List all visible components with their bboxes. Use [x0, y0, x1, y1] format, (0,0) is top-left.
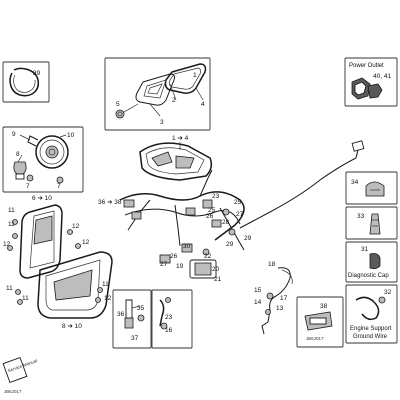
callout-17: 17 — [280, 295, 288, 302]
callout-29: 29 — [244, 235, 252, 242]
callout-20: 20 — [212, 266, 220, 273]
callout-31: 31 — [361, 246, 369, 253]
instrument-cluster: 1 ➔ 4 — [139, 135, 213, 181]
callout-11e: 11 — [102, 281, 109, 288]
box-item-34: 34 — [345, 171, 398, 205]
callout-21: 21 — [214, 276, 222, 283]
callout-14: 14 — [254, 299, 262, 306]
box-item-38: 38 JB6J017 — [296, 296, 344, 348]
box-items-35-37: 35 36 37 — [112, 289, 152, 349]
callout-37: 37 — [131, 335, 139, 342]
callout-27b: 27 — [160, 261, 168, 268]
engine-support-caption-2: Ground Wire — [353, 334, 388, 340]
box-items-1-5: 5 2 3 4 1 — [104, 57, 211, 131]
callout-39: 39 — [33, 70, 41, 77]
callout-29b: 29 — [226, 241, 234, 248]
callout-30: 30 — [183, 243, 191, 250]
box-item-33: 33 — [345, 206, 398, 240]
callout-12c: 12 — [82, 239, 90, 246]
service-manual-stamp: Service Manual — [2, 356, 38, 384]
box-38-label: JB6J017 — [306, 336, 324, 341]
callout-13: 13 — [276, 305, 284, 312]
callout-11: 11 — [8, 207, 15, 214]
callout-40-41: 40, 41 — [373, 73, 391, 80]
callout-23b: 23 — [165, 314, 173, 321]
callout-9: 9 — [12, 131, 16, 138]
callout-26: 26 — [206, 213, 214, 220]
fasteners-left: 11 11 12 12 12 11 11 11 12 — [3, 207, 112, 305]
callout-5: 5 — [116, 101, 120, 108]
callout-7b: 7 — [57, 183, 61, 190]
power-outlet-caption: Power Outlet — [349, 63, 384, 69]
box-items-15-16-23: 23 16 — [151, 289, 193, 349]
box-power-outlet: Power Outlet 40, 41 — [344, 57, 398, 107]
callout-32: 32 — [384, 289, 392, 296]
callout-12d: 11 — [6, 285, 13, 292]
callout-24: 25 — [208, 207, 216, 214]
box-item-31: 31 Diagnostic Cap — [345, 241, 398, 283]
headlight-left-upper: 6 ➔ 10 — [19, 195, 63, 279]
callout-15: 15 — [254, 287, 262, 294]
callout-8-10: 8 ➔ 10 — [62, 323, 82, 330]
callout-33: 33 — [357, 213, 365, 220]
callout-11b: 11 — [8, 221, 15, 228]
callout-4: 4 — [201, 101, 205, 108]
callout-34: 34 — [351, 179, 359, 186]
callout-38: 38 — [320, 303, 328, 310]
callout-36: 36 — [117, 311, 125, 318]
figure-code: JB6J017 — [4, 389, 22, 394]
callout-35: 35 — [137, 305, 145, 312]
callout-25: 25 — [234, 199, 242, 206]
headlight-left-lower: 8 ➔ 10 — [37, 251, 113, 330]
callout-22: 22 — [204, 253, 212, 260]
callout-3: 3 — [160, 119, 164, 126]
callout-1: 1 — [193, 72, 197, 79]
callout-27: 27 — [236, 211, 244, 218]
callout-12e: 12 — [104, 295, 112, 302]
callout-26b: 26 — [170, 253, 178, 260]
callout-28: 28 — [222, 219, 230, 226]
callout-1-4: 1 ➔ 4 — [172, 135, 189, 142]
callout-8: 8 — [16, 151, 20, 158]
callout-2: 2 — [172, 97, 176, 104]
callout-6-10: 6 ➔ 10 — [32, 195, 52, 202]
callout-16: 16 — [165, 327, 173, 334]
box-item-32: 32 Engine Support Ground Wire — [345, 284, 398, 344]
callout-7: 7 — [26, 183, 30, 190]
sensor-cable: 18 17 15 14 13 — [254, 261, 293, 335]
callout-36-38: 36 ➔ 38 — [98, 199, 122, 206]
box-item-39: 39 — [2, 61, 50, 103]
callout-19: 19 — [176, 263, 184, 270]
engine-support-caption-1: Engine Support — [350, 326, 392, 332]
callout-12b: 12 — [72, 223, 80, 230]
callout-23: 23 — [212, 193, 220, 200]
callout-11d: 11 — [22, 295, 29, 302]
diagnostic-cap-caption: Diagnostic Cap — [348, 273, 389, 279]
box-items-7-10: 9 10 8 7 7 — [2, 126, 84, 193]
callout-18: 18 — [268, 261, 276, 268]
relay-module: 22 20 21 19 30 — [176, 243, 222, 283]
wiring-harness — [119, 140, 365, 264]
callout-10: 10 — [67, 132, 75, 139]
callout-12: 12 — [3, 241, 11, 248]
